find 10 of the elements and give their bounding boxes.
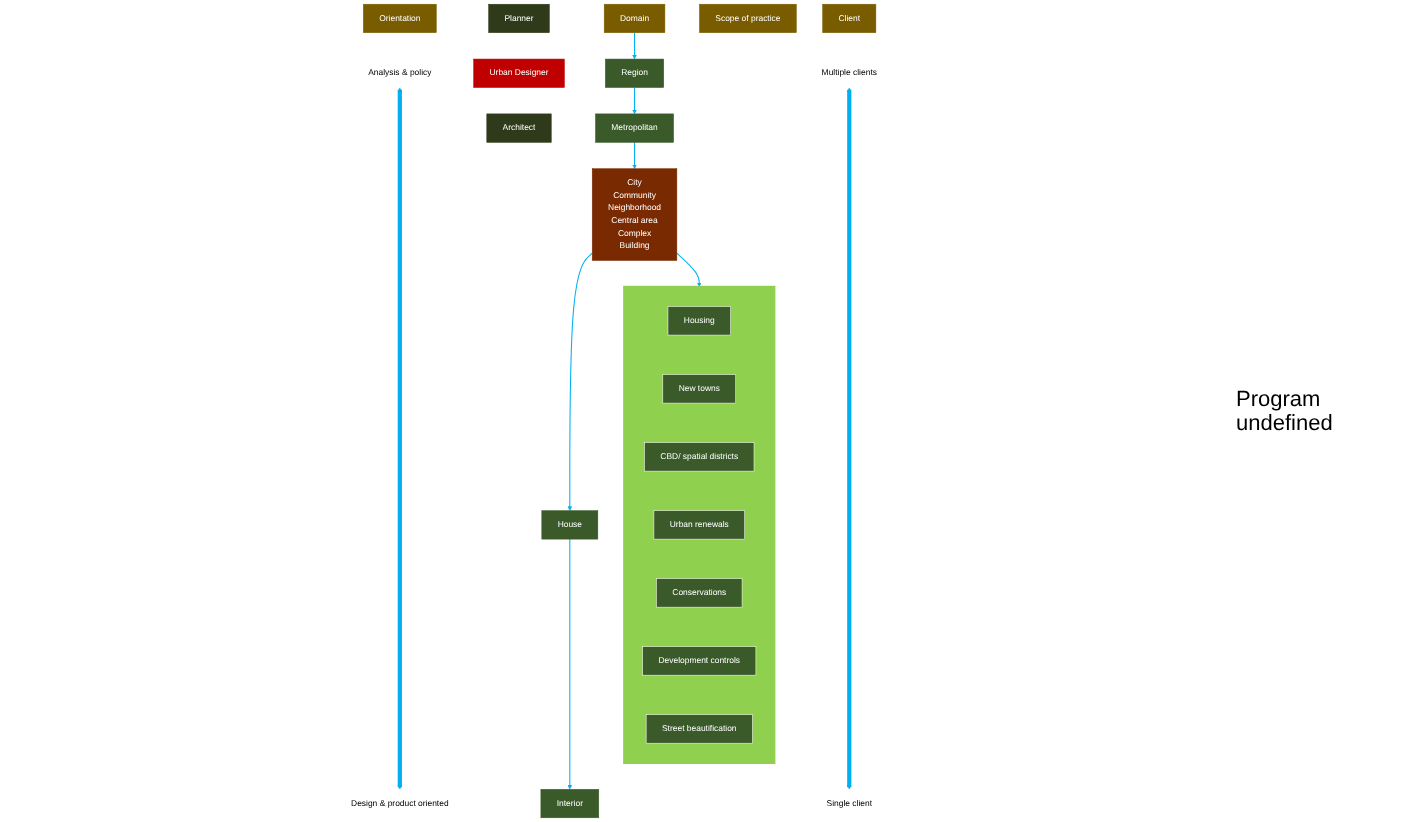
arrow [397, 87, 403, 790]
arrow [632, 87, 637, 115]
arrow [567, 252, 593, 511]
arrow [632, 32, 637, 60]
arrow [632, 141, 637, 169]
cluster [623, 285, 776, 764]
note-text: Program undefined [1236, 387, 1335, 435]
arrow [676, 252, 702, 288]
arrow [846, 87, 852, 790]
arrow [567, 538, 573, 790]
